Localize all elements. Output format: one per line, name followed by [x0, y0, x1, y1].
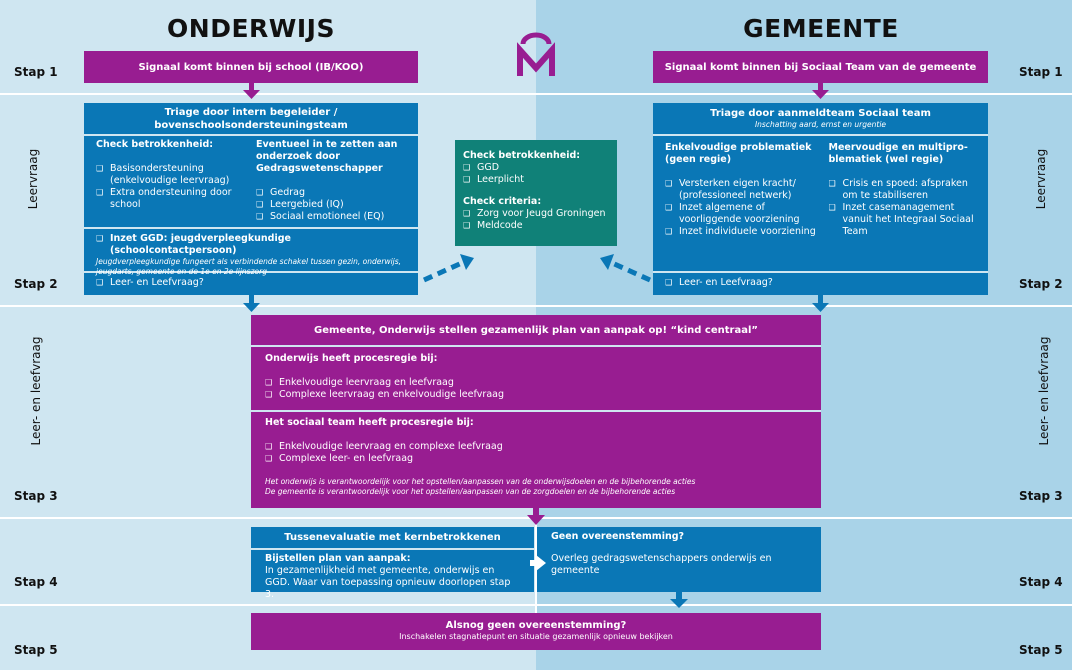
list-item: GGD: [463, 162, 609, 174]
check-box-green: Check betrokkenheid: GGDLeerplicht Check…: [455, 140, 617, 246]
list-item: Meldcode: [463, 220, 609, 232]
arrow-down-icon: [812, 83, 829, 99]
side-label-leervraag: Leervraag: [1034, 148, 1048, 210]
list-item: Leerplicht: [463, 174, 609, 186]
step-label: Stap 3: [1019, 489, 1063, 503]
alsnog-title: Alsnog geen overeenstemming?: [445, 620, 627, 631]
alsnog-text: Inschakelen stagnatiepunt en situatie ge…: [399, 632, 673, 641]
side-label-leer-leef: Leer- en leefvraag: [1037, 336, 1051, 446]
tussenevaluatie-title: Tussenevaluatie met kernbetrokkenen: [251, 527, 534, 548]
step-label: Stap 5: [1019, 643, 1063, 657]
list-item: Inzet casemanagement vanuit het Integraa…: [829, 202, 977, 238]
list-item: Sociaal emotioneel (EQ): [256, 211, 406, 223]
bijstellen-text: In gezamenlijkheid met gemeente, onderwi…: [265, 565, 511, 600]
alsnog-box: Alsnog geen overeenstemming? Inschakelen…: [251, 613, 821, 650]
section-title: Het sociaal team heeft procesregie bij:: [265, 417, 474, 428]
triage-gemeente-box: Triage door aanmeldteam Sociaal team Ins…: [653, 103, 988, 295]
list-item: Basisondersteuning (enkelvoudige leervra…: [96, 163, 246, 187]
side-label-leervraag: Leervraag: [26, 148, 40, 210]
arrow-down-icon: [670, 592, 688, 608]
header-gemeente: GEMEENTE: [743, 14, 899, 43]
section-title: Onderwijs heeft procesregie bij:: [265, 353, 438, 364]
column-title: Enkelvoudige problematiek (geen regie): [665, 142, 812, 165]
arrow-right-icon: [530, 555, 546, 571]
arrow-down-icon: [243, 295, 260, 312]
question-item: Leer- en Leefvraag?: [96, 277, 406, 289]
list-item: Complexe leer- en leefvraag: [265, 453, 807, 465]
triage-gemeente-title: Triage door aanmeldteam Sociaal team: [710, 108, 931, 119]
header-onderwijs: ONDERWIJS: [167, 14, 335, 43]
question-item: Leer- en Leefvraag?: [665, 277, 976, 289]
check-title: Check betrokkenheid:: [463, 150, 581, 161]
arrow-down-icon: [243, 83, 260, 99]
step-label: Stap 2: [1019, 277, 1063, 291]
list-item: Leergebied (IQ): [256, 199, 406, 211]
side-label-leer-leef: Leer- en leefvraag: [29, 336, 43, 446]
plan-note: Het onderwijs is verantwoordelijk voor h…: [265, 477, 696, 486]
triage-onderwijs-box: Triage door intern begeleider / bovensch…: [84, 103, 418, 295]
signal-gemeente-box: Signaal komt binnen bij Sociaal Team van…: [653, 51, 988, 83]
step-label: Stap 4: [14, 575, 58, 589]
ggd-note: Jeugdverpleegkundige fungeert als verbin…: [96, 257, 402, 276]
list-item: Gedrag: [256, 187, 406, 199]
list-item: Extra ondersteuning door school: [96, 187, 246, 211]
check-title: Check criteria:: [463, 196, 542, 207]
plan-note: De gemeente is verantwoordelijk voor het…: [265, 487, 676, 496]
bijstellen-title: Bijstellen plan van aanpak:: [265, 553, 411, 564]
ggd-item: Inzet GGD: jeugdverpleegkundige (schoolc…: [96, 233, 406, 257]
list-item: Enkelvoudige leervraag en complexe leefv…: [265, 441, 807, 453]
dashed-arrow-icon: [422, 254, 474, 283]
logo-icon: [517, 32, 555, 76]
list-item: Inzet algemene of voorliggende voorzieni…: [665, 202, 817, 226]
step-label: Stap 1: [14, 65, 58, 79]
arrow-down-icon: [812, 295, 829, 312]
list-item: Versterken eigen kracht/ (professioneel …: [665, 178, 817, 202]
step-label: Stap 1: [1019, 65, 1063, 79]
plan-title: Gemeente, Onderwijs stellen gezamenlijk …: [314, 325, 758, 336]
geen-overeenstemming-text: Overleg gedragswetenschappers onderwijs …: [551, 553, 772, 576]
list-item: Enkelvoudige leervraag en leefvraag: [265, 377, 807, 389]
list-item: Inzet individuele voorziening: [665, 226, 817, 238]
geen-overeenstemming-box: Geen overeenstemming? Overleg gedragswet…: [537, 527, 821, 592]
divider: [0, 305, 1072, 307]
plan-van-aanpak-box: Gemeente, Onderwijs stellen gezamenlijk …: [251, 315, 821, 508]
column-title: Eventueel in te zetten aan onderzoek doo…: [256, 139, 398, 174]
triage-gemeente-subtitle: Inschatting aard, ernst en urgentie: [754, 120, 887, 129]
column-title: Check betrokkenheid:: [96, 139, 214, 150]
dashed-arrow-icon: [600, 254, 652, 283]
step-label: Stap 2: [14, 277, 58, 291]
list-item: Crisis en spoed: afspraken om te stabili…: [829, 178, 977, 202]
triage-onderwijs-title: Triage door intern begeleider / bovensch…: [154, 107, 348, 131]
step-label: Stap 3: [14, 489, 58, 503]
bijstellen-box: Bijstellen plan van aanpak: In gezamenli…: [251, 550, 534, 600]
divider: [0, 93, 1072, 95]
step-label: Stap 5: [14, 643, 58, 657]
arrow-down-icon: [527, 508, 545, 525]
list-item: Zorg voor Jeugd Groningen: [463, 208, 609, 220]
column-title: Meervoudige en multipro-blematiek (wel r…: [828, 142, 968, 165]
list-item: Complexe leervraag en enkelvoudige leefv…: [265, 389, 807, 401]
step-label: Stap 4: [1019, 575, 1063, 589]
geen-overeenstemming-title: Geen overeenstemming?: [551, 531, 685, 542]
signal-school-box: Signaal komt binnen bij school (IB/KOO): [84, 51, 418, 83]
